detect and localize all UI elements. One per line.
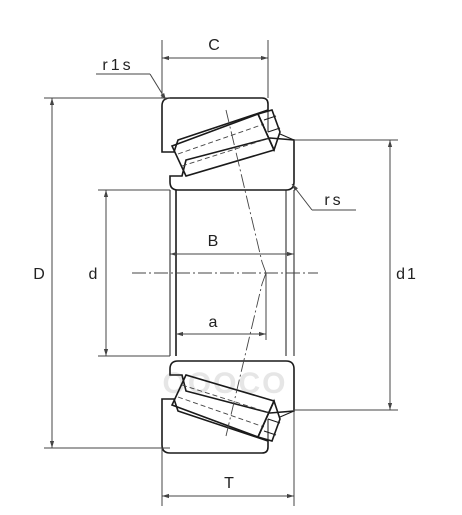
- label-d1: d1: [396, 266, 418, 283]
- outer-ring-lower: [161, 398, 269, 454]
- watermark-text: OOOCO: [162, 367, 287, 400]
- lower-section: [161, 360, 295, 454]
- dimension-outer-diameter: D: [30, 97, 170, 449]
- label-c: C: [208, 37, 220, 54]
- dimension-t: T: [161, 410, 295, 506]
- label-b: B: [208, 233, 219, 250]
- dimension-b: B: [170, 233, 294, 257]
- dimension-a: a: [176, 273, 267, 340]
- roller-lower: [170, 374, 281, 442]
- dimension-c: C: [161, 37, 269, 98]
- label-r1s: r1s: [102, 57, 133, 74]
- label-a: a: [209, 314, 218, 331]
- dimension-r1s: r1s: [96, 57, 167, 101]
- label-d-outer: D: [33, 266, 45, 283]
- pressure-lines: [225, 109, 267, 437]
- dimension-bore-diameter: d: [84, 189, 170, 357]
- label-d-bore: d: [89, 266, 98, 283]
- upper-section: [161, 97, 295, 191]
- inner-ring-lower: [169, 360, 295, 414]
- label-rs: rs: [324, 192, 343, 209]
- label-t: T: [224, 475, 234, 492]
- dimension-rs: rs: [291, 183, 356, 211]
- roller-upper: [170, 109, 281, 177]
- dimension-d1: d1: [294, 139, 421, 411]
